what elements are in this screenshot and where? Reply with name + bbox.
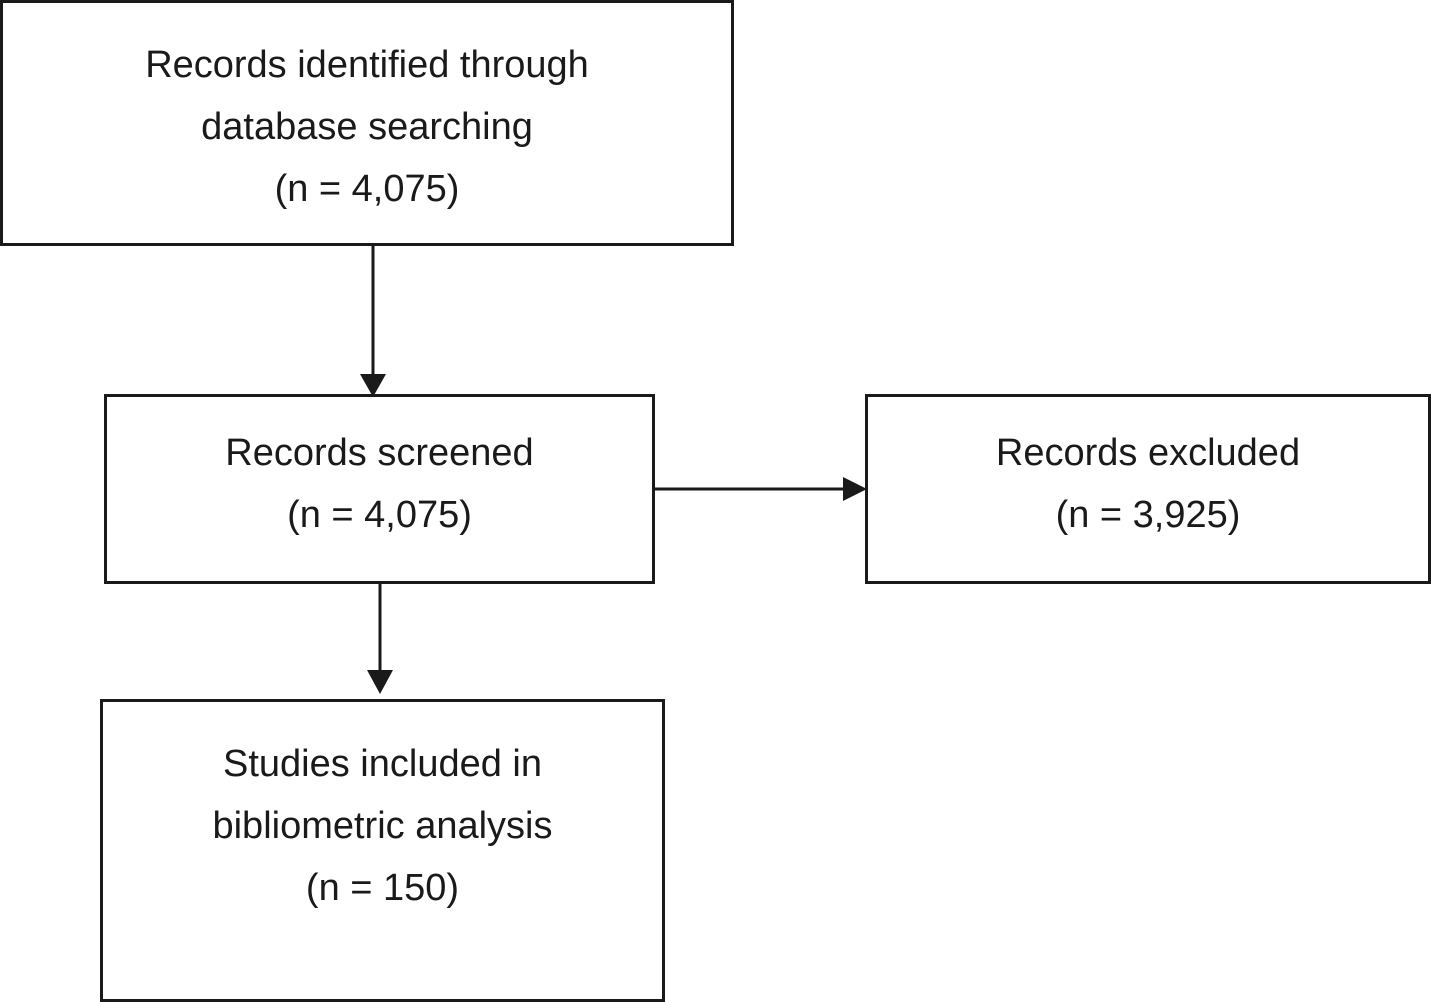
studies-included-line-2: bibliometric analysis bbox=[212, 805, 553, 847]
records-excluded-count: (n = 3,925) bbox=[1055, 494, 1241, 536]
records-identified-line-1: Records identified through bbox=[145, 44, 589, 86]
studies-included-line-1: Studies included in bbox=[223, 743, 542, 785]
records-screened-count: (n = 4,075) bbox=[287, 494, 472, 536]
arrow-identified-to-screened bbox=[360, 246, 386, 397]
records-identified-count: (n = 4,075) bbox=[274, 168, 460, 210]
arrow-screened-to-excluded bbox=[655, 477, 867, 501]
records-excluded-box: Records excluded (n = 3,925) bbox=[865, 394, 1431, 584]
records-excluded-label: Records excluded bbox=[995, 432, 1301, 474]
records-screened-box: Records screened (n = 4,075) bbox=[104, 394, 655, 584]
records-identified-line-2: database searching bbox=[201, 106, 533, 148]
studies-included-count: (n = 150) bbox=[305, 867, 460, 909]
records-identified-box: Records identified through database sear… bbox=[0, 0, 734, 246]
records-screened-label: Records screened bbox=[225, 432, 534, 474]
arrow-screened-to-included bbox=[367, 584, 393, 694]
studies-included-box: Studies included in bibliometric analysi… bbox=[100, 699, 665, 1002]
